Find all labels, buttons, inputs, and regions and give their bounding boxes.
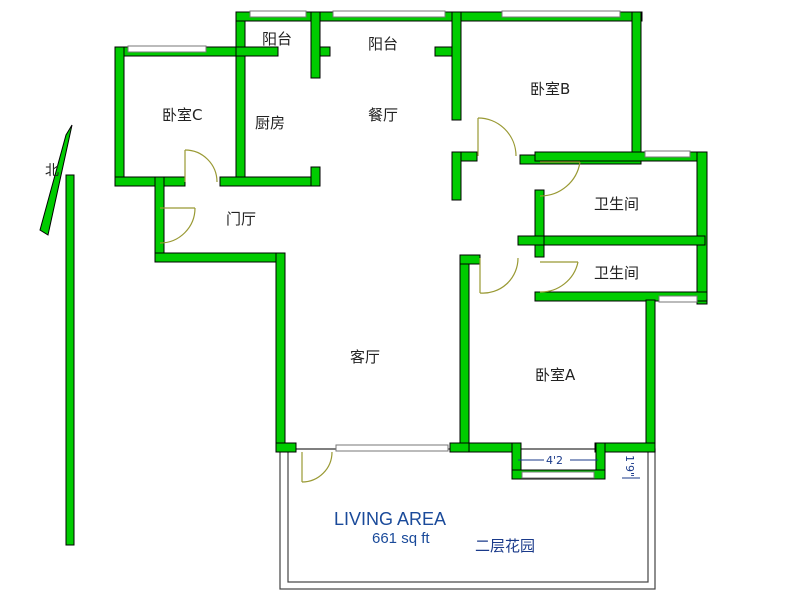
wall-balcony-ledge: [319, 46, 331, 57]
window-bath-1: [644, 150, 691, 158]
wall-bb-bottom: [460, 151, 478, 162]
wall-bath-left-2: [534, 244, 545, 258]
wall-bath-left-stub: [517, 235, 545, 246]
wall-bc-left: [114, 46, 125, 187]
label-living-room: 客厅: [350, 348, 380, 366]
living-area-title: LIVING AREA: [334, 509, 446, 529]
wall-bc-right: [235, 46, 246, 187]
dim-width-label: 4'2: [546, 454, 563, 467]
door-bedroom-b: [477, 117, 517, 157]
wall-bath-divider: [534, 235, 706, 246]
wall-bb-left-lower: [451, 151, 462, 201]
label-balcony-small: 阳台: [262, 30, 292, 48]
wall-bb-right: [631, 11, 642, 165]
door-foyer: [159, 207, 196, 244]
wall-balcony-floor: [235, 46, 279, 57]
dimension-marks: 4'2 1'9": [518, 454, 640, 479]
wall-ba-bottom-right: [594, 442, 656, 453]
door-bath-2: [539, 261, 579, 293]
wall-living-left: [275, 252, 286, 453]
wall-balcony-divider: [310, 11, 321, 79]
wall-bath-right: [696, 151, 708, 305]
wall-living-bottom-right: [449, 442, 470, 453]
label-balcony-large: 阳台: [368, 35, 398, 53]
wall-bc-bottom: [114, 176, 186, 187]
wall-foyer-left: [154, 176, 165, 263]
wall-ba-right: [645, 299, 656, 453]
label-kitchen: 厨房: [255, 114, 285, 132]
walls: [114, 11, 708, 480]
door-bedroom-a: [479, 257, 519, 294]
door-bedroom-c: [184, 149, 218, 183]
garden-label: 二层花园: [475, 537, 535, 555]
north-label: 北: [45, 163, 59, 179]
door-bath-1: [539, 161, 581, 197]
windows: [127, 10, 698, 479]
window-bedroom-c: [127, 45, 207, 53]
window-balcony-large: [332, 10, 446, 18]
label-foyer: 门厅: [226, 210, 256, 228]
wall-kitchen-stub: [310, 166, 321, 187]
wall-ba-left: [459, 254, 470, 450]
wall-ba-top-left: [459, 254, 481, 265]
north-arrow: 北: [39, 124, 75, 546]
wall-bb-left: [451, 11, 462, 121]
door-living: [301, 451, 333, 483]
window-bay: [521, 471, 595, 479]
wall-bc-kitchen-bottom: [219, 176, 321, 187]
window-living: [335, 444, 449, 452]
label-bedroom-c: 卧室C: [162, 106, 202, 124]
label-bathroom-1: 卫生间: [594, 195, 639, 213]
label-bathroom-2: 卫生间: [594, 264, 639, 282]
label-bedroom-a: 卧室A: [535, 366, 576, 384]
window-balcony-small: [249, 10, 307, 18]
window-bedroom-b: [501, 10, 621, 18]
doors: [159, 117, 581, 483]
dim-height-label: 1'9": [623, 455, 636, 477]
label-dining: 餐厅: [368, 106, 398, 124]
living-area-size: 661 sq ft: [372, 530, 430, 547]
wall-foyer-bottom: [154, 252, 281, 263]
wall-bath-bottom: [534, 291, 708, 302]
label-bedroom-b: 卧室B: [530, 80, 570, 98]
room-labels: 卧室C 阳台 阳台 厨房 餐厅 卧室B 门厅 卫生间 卫生间 客厅 卧室A: [162, 30, 639, 384]
wall-living-bottom-left: [275, 442, 297, 453]
window-bath-2: [658, 295, 698, 303]
